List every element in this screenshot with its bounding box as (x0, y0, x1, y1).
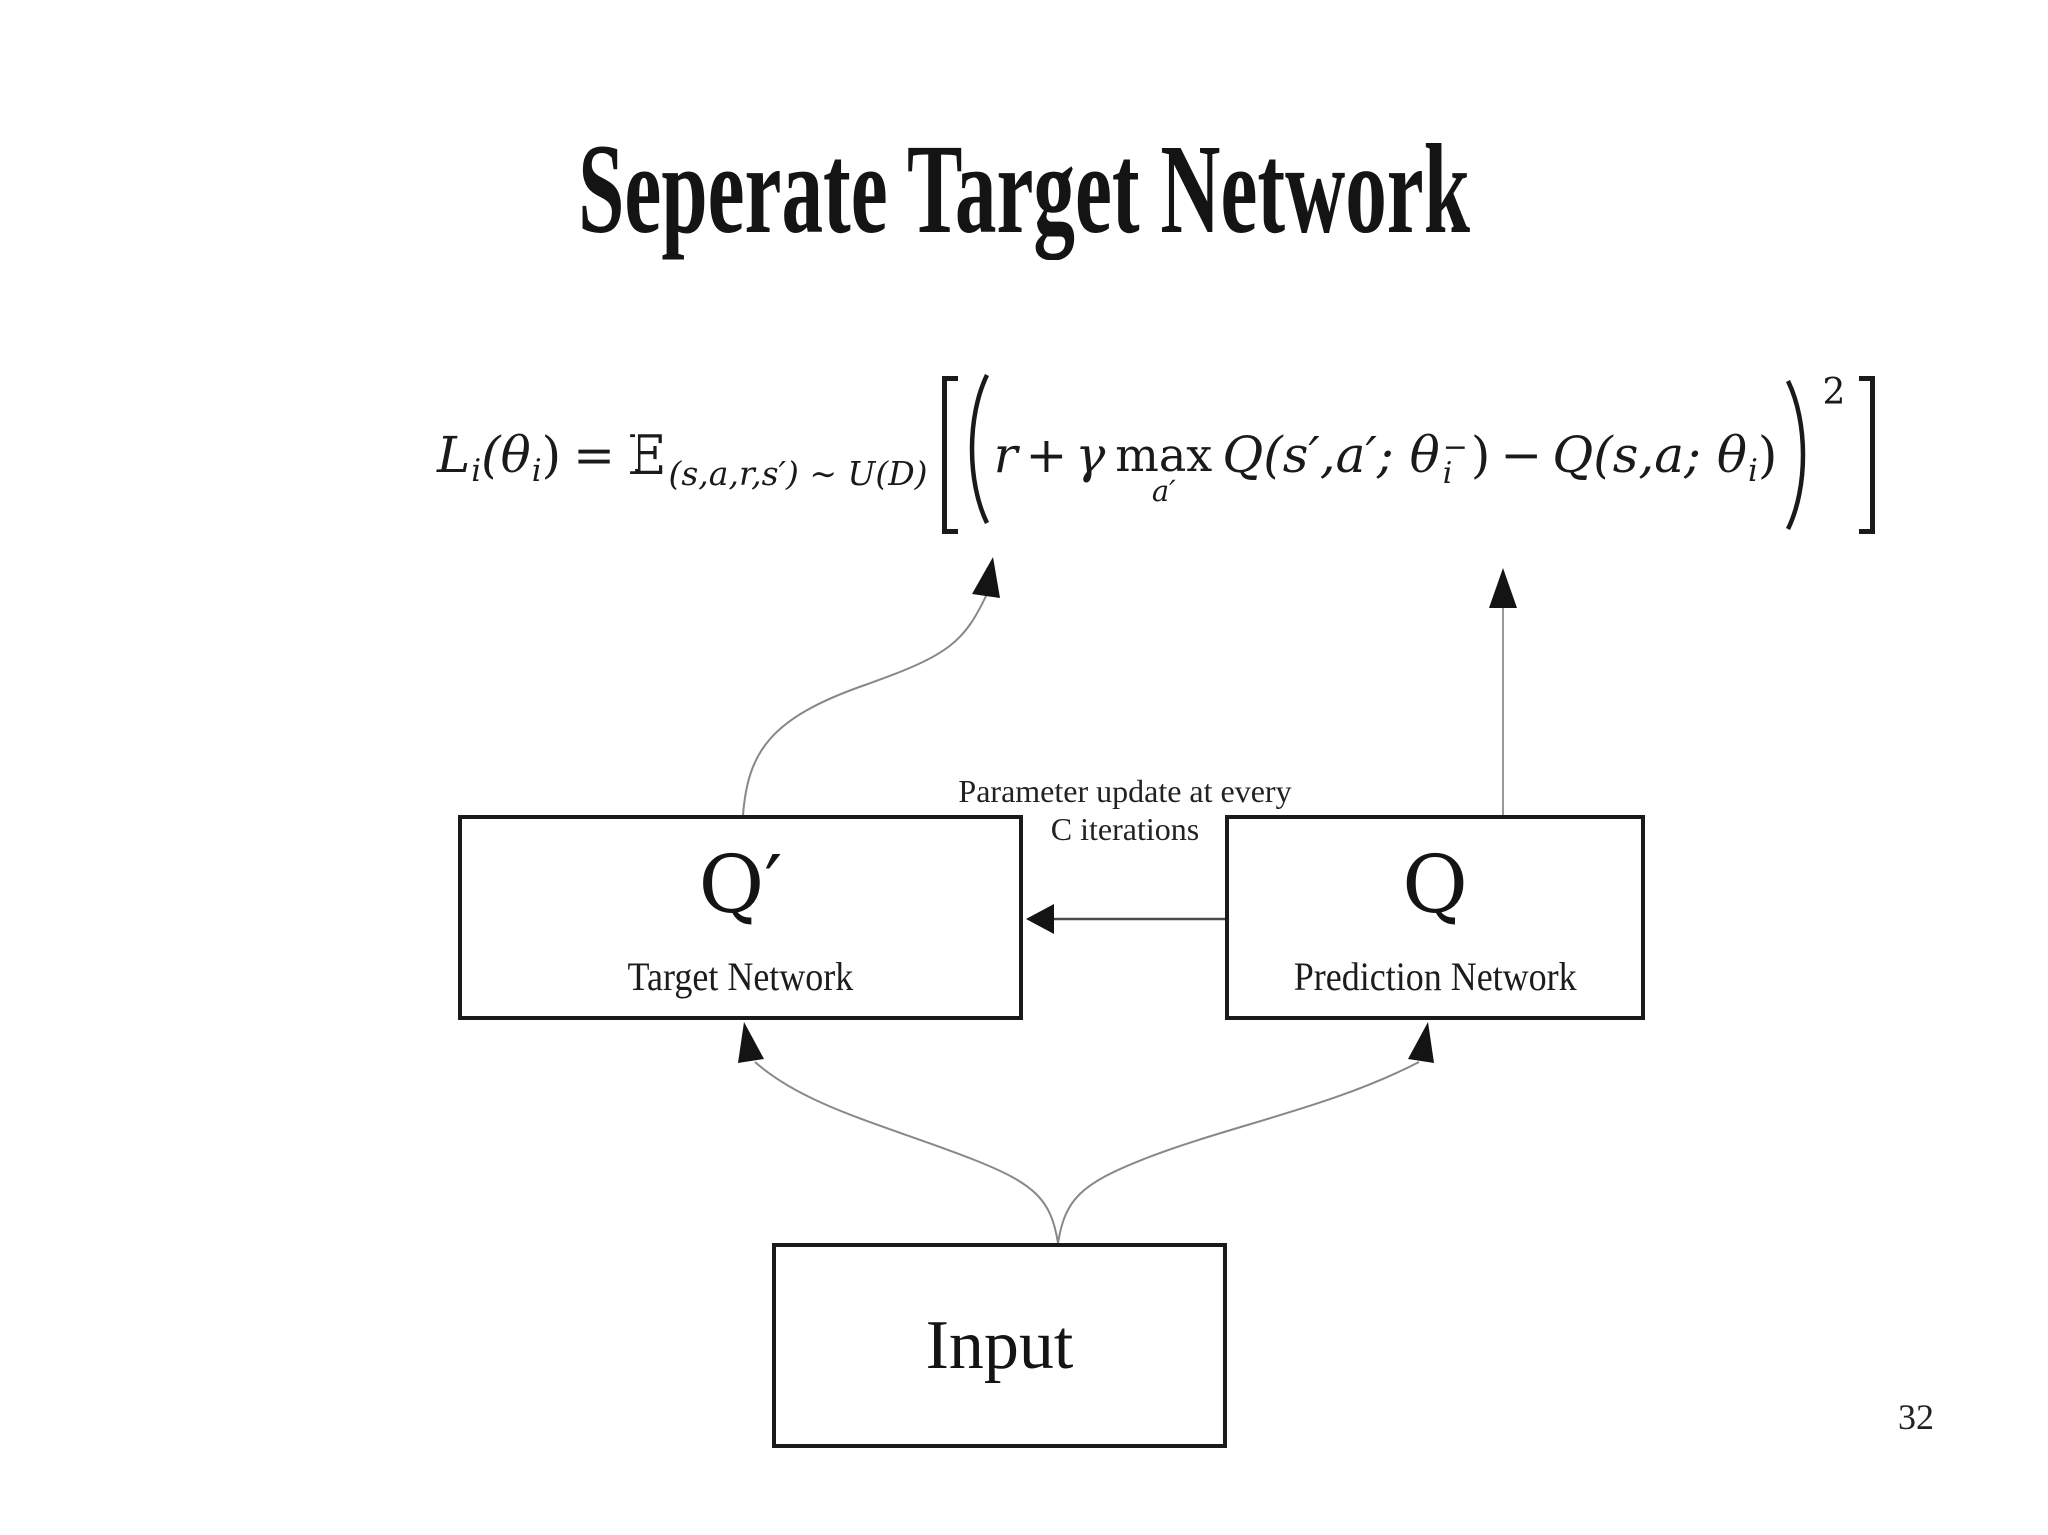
max-operator: max a′ (1115, 428, 1213, 508)
formula-equals: = (573, 426, 616, 484)
parameter-update-line2: C iterations (1050, 811, 1200, 847)
page-number: 32 (1898, 1397, 1934, 1437)
target-network-label: Target Network (627, 954, 854, 999)
big-right-bracket (1859, 376, 1876, 534)
slide-title: Seperate Target Network (578, 118, 1470, 260)
theta-superscript-minus: − (1442, 430, 1468, 465)
max-subscript: a′ (1151, 474, 1176, 508)
q-online-close: ) (1757, 426, 1778, 484)
big-left-bracket (941, 376, 958, 534)
prediction-network-box: Q Prediction Network (1225, 815, 1645, 1020)
arrowhead-target-to-loss (972, 557, 1000, 598)
prediction-network-symbol: Q (1402, 838, 1468, 931)
formula-exponent: 2 (1822, 372, 1846, 413)
max-label: max (1115, 428, 1213, 482)
formula-minus: − (1500, 426, 1543, 484)
arrow-input-to-target (754, 1061, 1059, 1244)
q-online-term: Q(s,a; θ (1552, 426, 1747, 484)
expectation-subscript: (s,a,r,s′) ∼ U(D) (668, 453, 928, 493)
arrowhead-prediction-to-loss (1489, 568, 1517, 608)
arrow-input-to-prediction (1057, 1061, 1420, 1244)
theta-subscript-i: i (1442, 456, 1453, 491)
formula-L: L (437, 426, 471, 484)
theta-i-minus: − i (1442, 430, 1468, 491)
q-online-sub: i (1747, 453, 1758, 489)
big-left-paren (960, 370, 994, 540)
parameter-update-line1: Parameter update at every (958, 773, 1292, 809)
expectation-symbol: E (627, 423, 667, 487)
q-target-close: ) (1470, 426, 1491, 484)
big-right-paren-squared: 2 (1781, 372, 1845, 534)
parameter-update-note: Parameter update at every C iterations (905, 772, 1345, 848)
formula-theta-sub: i (531, 453, 542, 489)
input-box: Input (772, 1243, 1227, 1448)
target-network-symbol: Q′ (698, 838, 783, 931)
arrowhead-prediction-to-target (1026, 904, 1054, 934)
formula-L-sub: i (471, 453, 482, 489)
arrowhead-input-to-target (738, 1022, 764, 1063)
formula-r: r (993, 426, 1018, 484)
prediction-network-label: Prediction Network (1293, 954, 1577, 999)
formula-open-theta: (θ (481, 426, 531, 484)
q-target-term: Q(s′,a′; θ (1222, 426, 1440, 484)
title-wrap: Seperate Target Network (0, 125, 2048, 253)
arrowhead-input-to-prediction (1408, 1022, 1434, 1063)
target-network-box: Q′ Target Network (458, 815, 1023, 1020)
formula-close-paren: ) (541, 426, 562, 484)
formula-plus: + (1025, 426, 1068, 484)
formula-gamma: γ (1075, 426, 1106, 484)
input-label: Input (925, 1306, 1074, 1384)
